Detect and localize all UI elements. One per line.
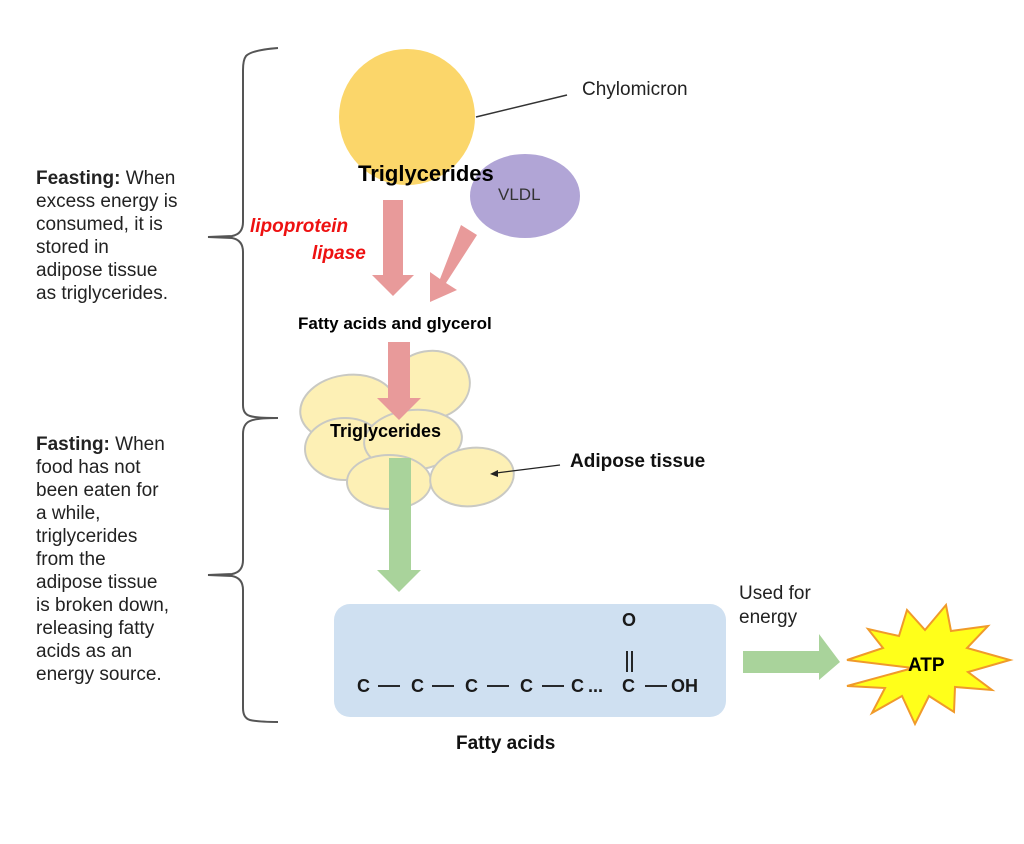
feasting-brace [207,47,279,419]
feasting-heading: Feasting: [36,168,121,189]
carbon-3: C [465,676,478,696]
vldl-label: VLDL [498,185,541,204]
red-arrow-chylomicron-down [372,200,414,296]
carbonyl-oxygen: O [622,610,637,630]
used-for-energy-line2: energy [739,607,798,628]
enzyme-label-line2: lipase [312,243,366,264]
vldl-particle [470,154,580,238]
chylomicron-label: Chylomicron [582,79,688,100]
red-arrow-vldl-diagonal [430,225,477,302]
adipose-tissue-label: Adipose tissue [570,451,706,472]
red-arrow-to-adipose [377,342,421,420]
carbon-4: C [520,676,533,696]
fatty-acids-glycerol-label: Fatty acids and glycerol [298,314,492,333]
feasting-description: Feasting: When excess energy is consumed… [36,167,178,305]
fatty-acid-box [334,604,726,717]
atp-label: ATP [908,655,945,676]
enzyme-label-line1: lipoprotein [250,216,349,237]
carboxyl-carbon: C [622,676,635,696]
green-arrow-right [743,634,840,680]
carbon-bonds [378,651,667,687]
fasting-brace [207,417,279,723]
green-arrow-down [377,458,421,592]
fasting-description: Fasting: When food has not been eaten fo… [36,433,169,686]
chylomicron-leader-line [475,94,568,118]
adipose-leader-arrowhead [490,470,498,477]
carbon-1: C [357,676,370,696]
fatty-acids-caption: Fatty acids [456,733,556,754]
fasting-body: When food has not been eaten for a while… [36,434,170,685]
adipose-leader-line [495,464,561,474]
adipose-triglycerides-label: Triglycerides [330,421,442,441]
hydroxyl-group: OH [671,676,698,696]
used-for-energy-line1: Used for [739,583,811,604]
atp-starburst [846,602,1014,727]
chain-ellipsis: ... [588,676,604,696]
carbon-5: C [571,676,584,696]
chylomicron-particle [339,49,475,185]
fasting-heading: Fasting: [36,434,110,455]
feasting-body: When excess energy is consumed, it is st… [36,168,178,304]
carbon-2: C [411,676,424,696]
triglycerides-label-top: Triglycerides [358,161,494,186]
